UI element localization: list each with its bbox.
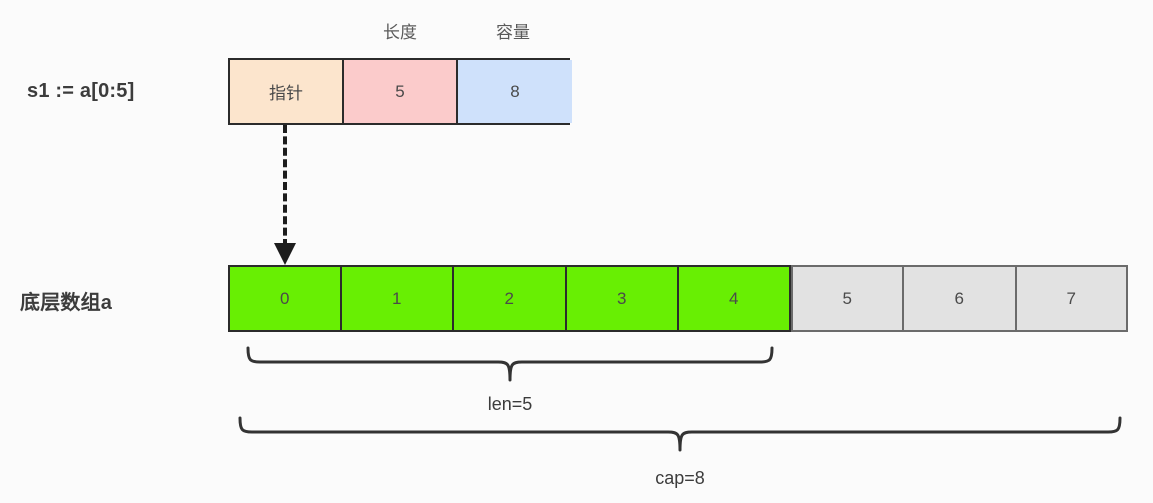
slice-length-cell: 5 [344, 60, 458, 123]
array-cell: 6 [903, 265, 1016, 332]
array-cell: 3 [565, 265, 678, 332]
column-header-length: 长度 [383, 23, 417, 42]
backing-array: 0 1 2 3 4 5 6 7 [228, 265, 1128, 332]
array-cell: 7 [1015, 265, 1128, 332]
cap-brace-label: cap=8 [655, 468, 705, 488]
pointer-arrow-line [283, 125, 287, 247]
cap-brace-icon [238, 416, 1122, 452]
len-brace-icon [246, 346, 774, 382]
array-cell: 1 [340, 265, 453, 332]
array-cell: 4 [678, 265, 791, 332]
array-cell: 5 [790, 265, 903, 332]
slice-header-struct: 指针 5 8 [228, 58, 572, 125]
array-cell: 0 [228, 265, 341, 332]
pointer-arrow-head-icon [274, 243, 296, 265]
column-header-capacity: 容量 [496, 23, 530, 42]
slice-row-label: s1 := a[0:5] [27, 80, 135, 102]
array-cell: 2 [453, 265, 566, 332]
slice-pointer-cell: 指针 [230, 60, 344, 123]
array-row-label: 底层数组a [20, 292, 113, 314]
slice-capacity-cell: 8 [458, 60, 572, 123]
len-brace-label: len=5 [487, 394, 533, 414]
